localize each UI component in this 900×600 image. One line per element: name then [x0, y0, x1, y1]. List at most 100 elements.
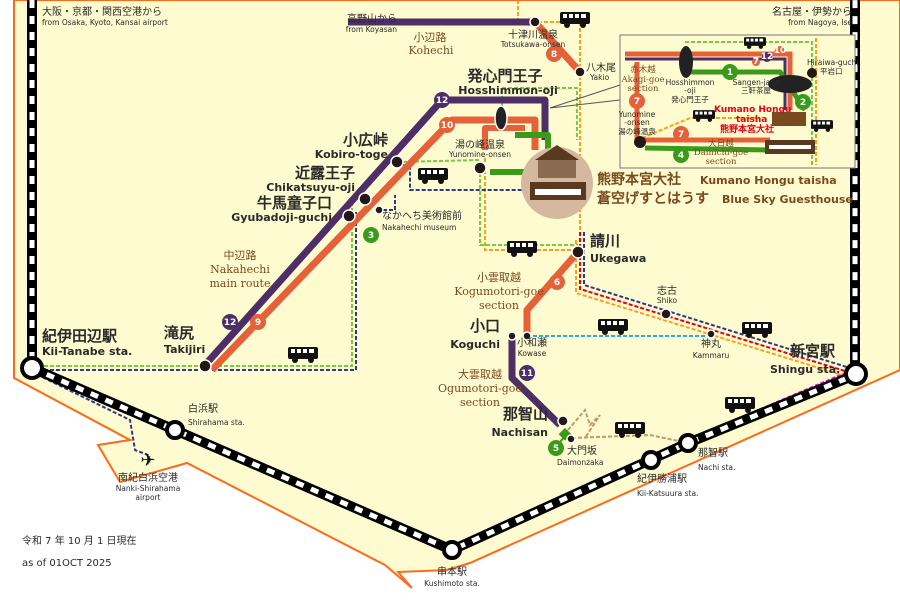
guesthouse-label-en: Blue Sky Guesthouse [722, 193, 853, 206]
hongu-shrine-illustration [521, 145, 593, 219]
station-shingu[interactable] [844, 362, 868, 386]
stop-label: Daimonzaka [557, 458, 603, 467]
route-ogumotori-en2: section [460, 396, 500, 409]
station-shirahama[interactable] [165, 420, 185, 440]
inset-callout [549, 84, 621, 109]
inset-label: Yunomine [618, 110, 656, 119]
stop-label: Nachisan [491, 426, 548, 439]
route-number-badge: 9 [255, 318, 261, 328]
inset-label: Dainichi-goe [694, 148, 748, 158]
route-number-badge: 7 [753, 57, 759, 67]
inset-label: Hosshimmon [666, 78, 715, 87]
stop-shiko[interactable] [660, 308, 672, 320]
origin-nagoya-en: from Nagoya, Ise [788, 18, 852, 27]
stop-kobiro[interactable] [390, 155, 404, 169]
station-label: Kii-Katsuura sta. [637, 489, 698, 498]
airport-label-jp: 南紀白浜空港 [118, 471, 178, 484]
inset-label: Hiraiwa-guchi [807, 58, 858, 67]
stop-label: 神丸 [701, 337, 721, 350]
inset-label: 平岩口 [820, 66, 843, 76]
stop-label: Chikatsuyu-oji [266, 181, 355, 194]
date-en: as of 01OCT 2025 [22, 558, 112, 569]
route-number-badge: 8 [551, 50, 557, 60]
stop-kammaru[interactable] [706, 329, 716, 339]
stop-label: 十津川温泉 [508, 28, 558, 41]
station-kii-tanabe[interactable] [20, 356, 44, 380]
stop-label: Kobiro-toge [315, 148, 388, 161]
stop-ukegawa[interactable] [571, 245, 585, 259]
hongu-taisha-label-en: Kumano Hongu taisha [700, 174, 837, 187]
airport-label-en: Nanki-Shirahama [116, 484, 181, 493]
hosshimmon-gate [494, 105, 508, 131]
stop-label: 湯の峰温泉 [455, 138, 505, 151]
stop-label: 滝尻 [164, 324, 194, 342]
inset-label: -onsen [624, 118, 650, 127]
stop-takijiri[interactable] [198, 359, 212, 373]
origin-koyasan-jp: 高野山から [347, 12, 397, 25]
stop-yakio[interactable] [574, 66, 586, 78]
inset-label: 赤木越 [630, 64, 656, 75]
stop-label: Takijiri [164, 343, 205, 356]
stop-museum[interactable] [374, 205, 384, 215]
station-label: Nachi sta. [698, 463, 735, 472]
stop-koguchi[interactable] [507, 331, 517, 341]
inset-label: 三軒茶屋 [741, 85, 771, 95]
station-label: Kii-Tanabe sta. [42, 345, 132, 358]
route-ogumotori-en: Ogumotori-goe [438, 382, 522, 395]
origin-nagoya-jp: 名古屋・伊勢から [772, 5, 852, 18]
station-label: Shirahama sta. [188, 418, 245, 427]
route-kohechi-en: Kohechi [409, 44, 454, 57]
route-number-badge: 7 [634, 97, 640, 107]
station-kushimoto[interactable] [442, 540, 462, 560]
stop-yunomine[interactable] [473, 161, 487, 175]
rail-stations [20, 356, 868, 560]
origin-osaka-jp: 大阪・京都・関西空港から [42, 5, 162, 18]
inset-label: section [628, 84, 659, 94]
station-kii-katsuura[interactable] [641, 450, 661, 470]
stop-label: 牛馬童子口 [257, 194, 332, 212]
stop-daimonzaka[interactable] [566, 434, 576, 444]
inset-label: 湯の峰温泉 [618, 126, 656, 136]
stop-label: Kowase [518, 349, 547, 358]
stop-nachisan[interactable] [557, 415, 569, 427]
station-label: Shingu sta. [770, 363, 840, 376]
route-number-badge: 4 [678, 151, 684, 161]
stop-label: なかへち美術館前 [382, 209, 462, 222]
inset-label: 大日越 [708, 138, 734, 149]
stop-kowase[interactable] [522, 331, 532, 341]
stops [198, 16, 716, 444]
route-number-badge: 12 [761, 52, 774, 62]
stop-totsukawa[interactable] [529, 16, 541, 28]
guesthouse-label-jp: 蒼空げすとはうす [597, 190, 709, 207]
origin-koyasan-en: from Koyasan [346, 25, 398, 34]
stop-label: 八木尾 [586, 62, 616, 74]
stop-chikatsuyu[interactable] [358, 192, 372, 206]
route-kogumotori-jp: 小雲取越 [477, 270, 521, 284]
inset-label: Akagi-goe [621, 75, 665, 85]
inset-label: Sangen-jaya [733, 78, 780, 87]
inset-hongu-label: taisha [736, 115, 767, 125]
date-jp: 令和 7 年 10 月 1 日現在 [22, 534, 137, 547]
stop-label: Shiko [657, 296, 678, 305]
stop-gyubadoji[interactable] [342, 209, 356, 223]
inset-label: section [706, 157, 737, 167]
stop-label: 那智山 [503, 405, 548, 423]
route-number-badge: 12 [224, 318, 237, 328]
inset-label: 発心門王子 [671, 95, 709, 104]
route-nakahechi-jp: 中辺路 [224, 249, 257, 262]
stop-label: 小和瀬 [517, 337, 547, 349]
airplane-icon: ✈ [140, 450, 155, 471]
station-label: 那智駅 [698, 446, 728, 459]
origin-osaka-en: from Osaka, Kyoto, Kansai airport [42, 18, 168, 27]
stop-label: Nakahechi museum [382, 223, 456, 232]
stop-label: Hosshimmon-oji [458, 84, 557, 97]
route-number-badge: 6 [554, 278, 560, 288]
route-ogumotori-jp: 大雲取越 [458, 367, 502, 381]
station-label: 紀伊勝浦駅 [637, 472, 687, 485]
stop-label: 大門坂 [567, 444, 597, 457]
station-nachi[interactable] [678, 433, 698, 453]
inset-hongu-label: 熊野本宮大社 [720, 123, 774, 135]
stop-label: Ukegawa [590, 252, 646, 265]
route-number-badge: 5 [553, 444, 559, 454]
stop-label: Kammaru [693, 351, 730, 360]
